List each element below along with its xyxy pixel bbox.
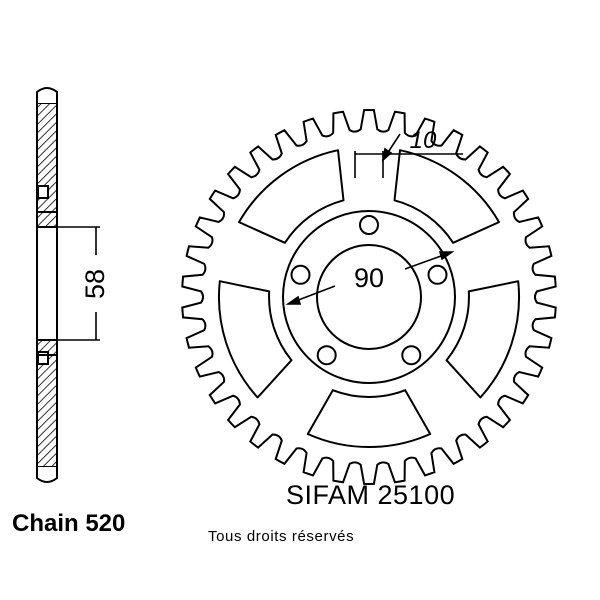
- lightening-slot: [393, 149, 500, 244]
- rights-label: Tous droits réservés: [208, 528, 355, 545]
- lightening-slot: [306, 389, 432, 448]
- hub-ring-outer: [282, 210, 456, 384]
- section-plate-top: [36, 102, 58, 228]
- lightening-slot: [238, 149, 345, 244]
- bolt-hole: [316, 345, 337, 366]
- side-section-view: [36, 87, 58, 483]
- reference-label: SIFAM 25100: [286, 480, 456, 510]
- bolt-hole-dimension: [354, 133, 463, 178]
- bolt-hole-value: 10: [410, 127, 437, 154]
- bolt-circle-value: 90: [354, 263, 384, 293]
- section-tooth-bottom: [36, 467, 58, 483]
- bolt-hole: [401, 345, 422, 366]
- bolt-hole: [427, 264, 448, 285]
- section-notch-top: [37, 185, 49, 199]
- hub-ring-inner: [316, 244, 422, 350]
- sprocket-tooth-outline: [181, 109, 557, 485]
- sprocket-face-view: [181, 109, 557, 485]
- bolt-hole: [290, 264, 311, 285]
- section-notch-bottom: [37, 351, 49, 365]
- chain-label: Chain 520: [12, 510, 126, 537]
- hub-depth-value: 58: [80, 269, 110, 299]
- bolt-hole: [359, 215, 379, 235]
- bolt-circle-dimension: [285, 251, 455, 305]
- lightening-slot: [445, 280, 520, 399]
- lightening-slot: [218, 280, 293, 399]
- hub-depth-dimension: [57, 226, 100, 341]
- section-tooth-top: [36, 87, 58, 103]
